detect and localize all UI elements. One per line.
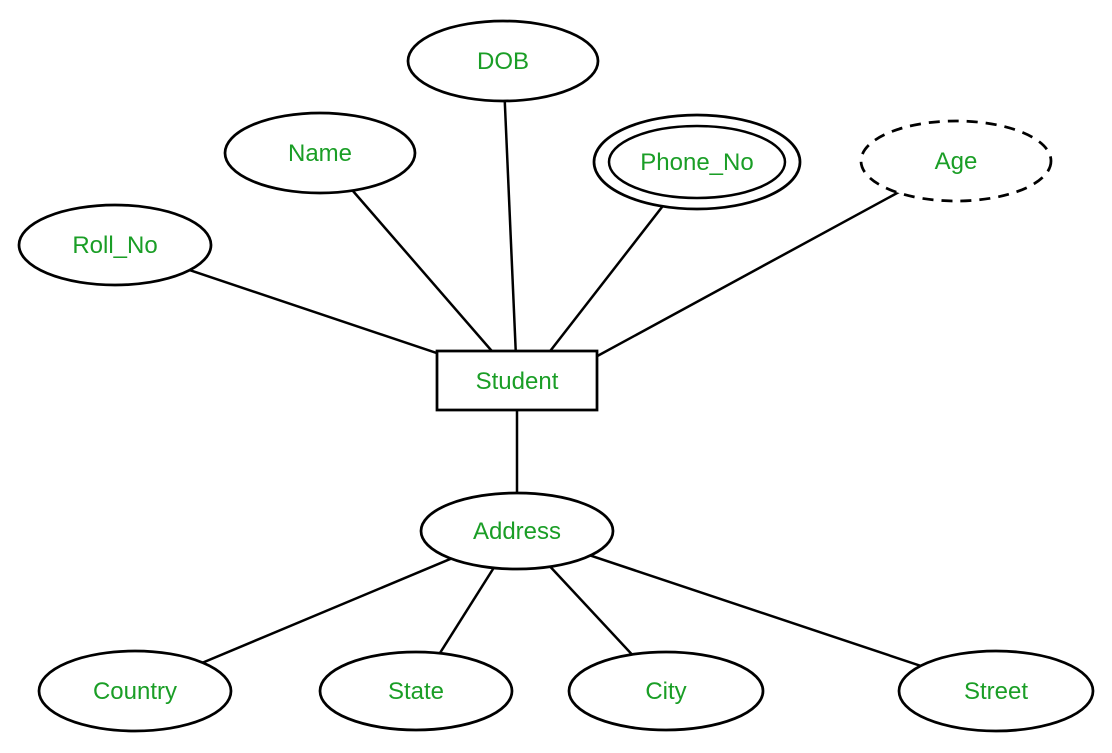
- component-city: City: [567, 650, 765, 732]
- dob-label: DOB: [477, 48, 529, 75]
- state-ellipse: [318, 650, 514, 732]
- phone-no-inner-ellipse: [607, 124, 787, 200]
- attribute-roll-no: Roll_No: [17, 203, 213, 287]
- city-ellipse: [567, 650, 765, 732]
- connector-address-street: [516, 529, 997, 693]
- name-label: Name: [288, 140, 352, 167]
- student-label: Student: [476, 368, 559, 395]
- roll-no-ellipse: [17, 203, 213, 287]
- state-label: State: [388, 678, 444, 705]
- attribute-name: Name: [223, 111, 417, 195]
- attribute-address: Address: [419, 491, 615, 571]
- attribute-phone-no: Phone_No: [592, 113, 802, 211]
- attribute-dob: DOB: [406, 19, 600, 103]
- phone-no-label: Phone_No: [640, 149, 753, 176]
- age-label: Age: [935, 148, 978, 175]
- street-ellipse: [897, 649, 1095, 733]
- country-label: Country: [93, 678, 177, 705]
- component-street: Street: [897, 649, 1095, 733]
- address-ellipse: [419, 491, 615, 571]
- entity-student: Student: [435, 349, 599, 412]
- connector-age-student: [589, 159, 957, 362]
- roll-no-label: Roll_No: [72, 232, 157, 259]
- address-label: Address: [473, 518, 561, 545]
- connector-dob-student: [501, 60, 519, 381]
- component-country: Country: [37, 649, 233, 733]
- city-label: City: [645, 678, 686, 705]
- attribute-age: Age: [859, 119, 1053, 203]
- street-label: Street: [964, 678, 1028, 705]
- dob-ellipse: [406, 19, 600, 103]
- age-dashed-ellipse: [859, 119, 1053, 203]
- name-ellipse: [223, 111, 417, 195]
- component-state: State: [318, 650, 514, 732]
- country-ellipse: [37, 649, 233, 733]
- student-rectangle: [435, 349, 599, 412]
